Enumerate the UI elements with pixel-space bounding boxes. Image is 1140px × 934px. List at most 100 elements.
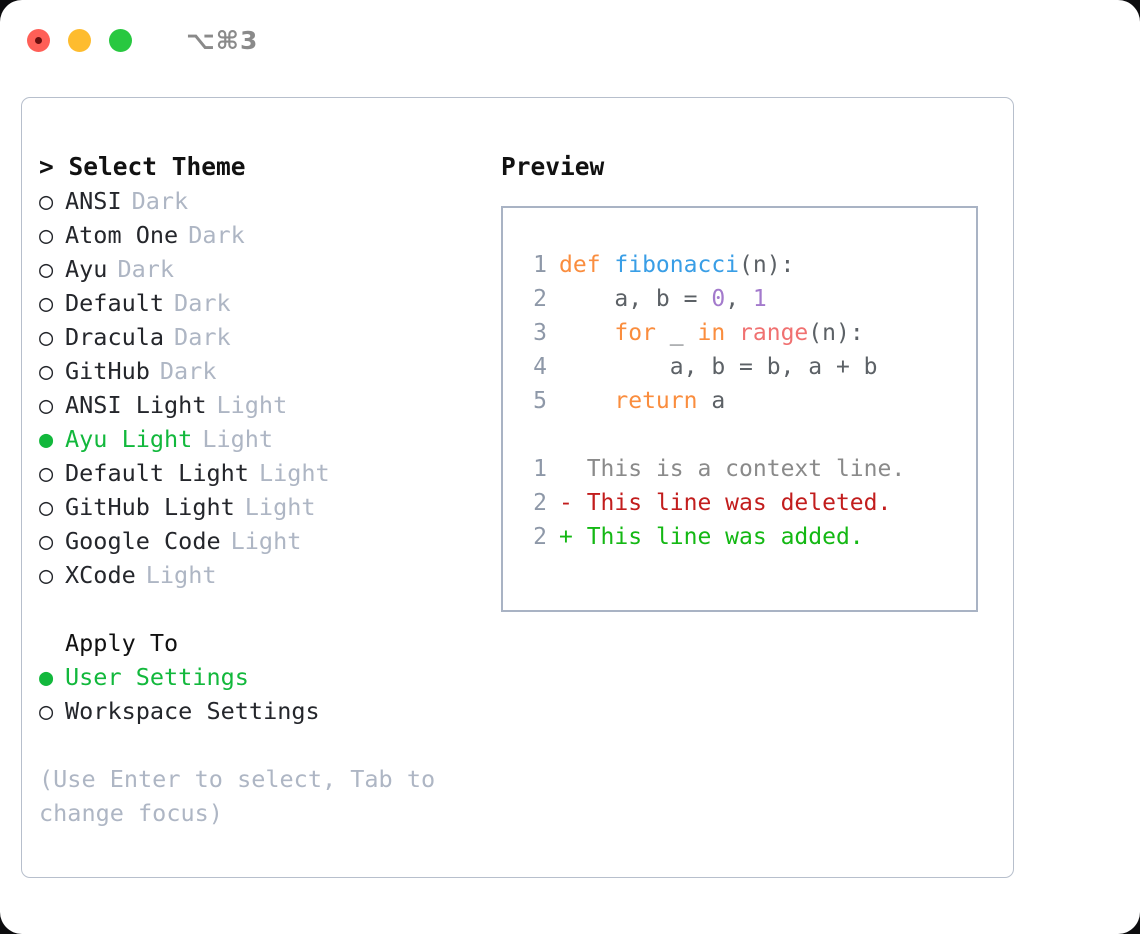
token-plain: a, b = b, a + b	[559, 354, 878, 380]
line-number: 1	[533, 252, 547, 278]
theme-option-variant: Dark	[159, 357, 217, 385]
code-line-text: a, b = 0, 1	[559, 282, 766, 316]
token-plain: (n):	[739, 252, 795, 278]
radio-unselected-icon: ○	[39, 459, 54, 487]
code-line-text: for _ in range(n):	[559, 316, 864, 350]
token-keyword: return	[614, 388, 698, 414]
token-function: fibonacci	[614, 252, 740, 278]
theme-option-variant: Light	[230, 527, 302, 555]
token-plain: a, b =	[559, 286, 712, 312]
theme-option-label: Ayu Light	[65, 425, 193, 453]
apply-to-option-label: Workspace Settings	[65, 697, 320, 725]
token-plain: _	[655, 320, 698, 346]
close-button[interactable]	[27, 28, 50, 52]
theme-option-variant: Light	[202, 425, 274, 453]
apply-to-heading: Apply To	[65, 629, 179, 657]
radio-unselected-icon: ○	[39, 697, 54, 725]
token-plain: (n):	[808, 320, 864, 346]
select-theme-heading: > Select Theme	[39, 152, 246, 181]
code-line: 5 return a	[521, 384, 976, 418]
theme-option-variant: Dark	[117, 255, 175, 283]
diff-line-text: This line was deleted.	[572, 490, 892, 516]
minimize-button[interactable]	[68, 28, 91, 52]
theme-option-github-light[interactable]: ○ GitHub Light Light	[39, 490, 479, 524]
theme-option-label: GitHub Light	[65, 493, 235, 521]
token-keyword: in	[697, 320, 726, 346]
apply-to-option-list: ● User Settings ○ Workspace Settings	[39, 660, 479, 728]
theme-option-ayu[interactable]: ○ Ayu Dark	[39, 252, 479, 286]
keyboard-shortcut-label: ⌥⌘3	[186, 25, 259, 55]
theme-option-label: Ayu	[65, 255, 108, 283]
theme-option-variant: Dark	[174, 323, 231, 351]
line-number: 3	[533, 320, 547, 346]
code-line: 4 a, b = b, a + b	[521, 350, 976, 384]
line-number: 4	[533, 354, 547, 380]
theme-option-label: XCode	[65, 561, 136, 589]
apply-to-option-user-settings[interactable]: ● User Settings	[39, 660, 479, 694]
diff-line-deleted: 2- This line was deleted.	[521, 486, 976, 520]
token-plain: ,	[725, 286, 753, 312]
theme-option-label: ANSI Light	[65, 391, 207, 419]
radio-unselected-icon: ○	[39, 561, 54, 589]
theme-option-xcode[interactable]: ○ XCode Light	[39, 558, 479, 592]
diff-sign: +	[559, 524, 573, 550]
token-plain: a	[697, 388, 726, 414]
line-number: 2	[533, 286, 547, 312]
theme-option-ayu-light[interactable]: ● Ayu Light Light	[39, 422, 479, 456]
diff-sign	[559, 452, 573, 486]
line-number: 2	[533, 524, 547, 550]
preview-heading: Preview	[501, 152, 605, 181]
apply-to-option-label: User Settings	[65, 663, 249, 691]
title-bar: ⌥⌘3	[0, 0, 1140, 80]
token-number: 0	[711, 286, 726, 312]
theme-option-default[interactable]: ○ Default Dark	[39, 286, 479, 320]
token-builtin: range	[739, 320, 809, 346]
zoom-button[interactable]	[109, 28, 132, 52]
radio-unselected-icon: ○	[39, 493, 54, 521]
theme-option-variant: Dark	[188, 221, 245, 249]
diff-line-added: 2 + This line was added.	[521, 520, 976, 554]
radio-unselected-icon: ○	[39, 221, 54, 249]
code-line-text: return a	[559, 384, 725, 418]
theme-option-label: Default	[65, 289, 165, 317]
radio-unselected-icon: ○	[39, 391, 54, 419]
diff-sample: 1 This is a context line.2- This line wa…	[521, 452, 976, 554]
theme-option-atom-one[interactable]: ○ Atom One Dark	[39, 218, 479, 252]
theme-option-label: Google Code	[65, 527, 221, 555]
radio-unselected-icon: ○	[39, 255, 54, 283]
radio-unselected-icon: ○	[39, 357, 54, 385]
spacer	[39, 592, 479, 626]
theme-option-dracula[interactable]: ○ Dracula Dark	[39, 320, 479, 354]
token-plain	[559, 320, 614, 346]
spacer	[521, 418, 976, 452]
code-line: 1 def fibonacci(n):	[521, 248, 976, 282]
radio-selected-icon: ●	[39, 425, 54, 453]
diff-line-text: This line was added.	[572, 524, 864, 550]
theme-option-label: Atom One	[65, 221, 179, 249]
theme-option-variant: Dark	[174, 289, 231, 317]
window-controls	[27, 28, 132, 52]
diff-sign: -	[559, 490, 573, 516]
line-number: 5	[533, 388, 547, 414]
radio-unselected-icon: ○	[39, 323, 54, 351]
diff-line-text: This is a context line.	[572, 456, 906, 482]
apply-to-option-workspace-settings[interactable]: ○ Workspace Settings	[39, 694, 479, 728]
line-number: 2	[533, 490, 547, 516]
token-keyword: def	[559, 252, 615, 278]
theme-option-variant: Light	[145, 561, 217, 589]
keyboard-hint-text: (Use Enter to select, Tab to change focu…	[39, 765, 450, 827]
radio-selected-icon: ●	[39, 663, 54, 691]
theme-option-label: Dracula	[65, 323, 165, 351]
radio-unselected-icon: ○	[39, 289, 54, 317]
theme-option-variant: Light	[244, 493, 316, 521]
